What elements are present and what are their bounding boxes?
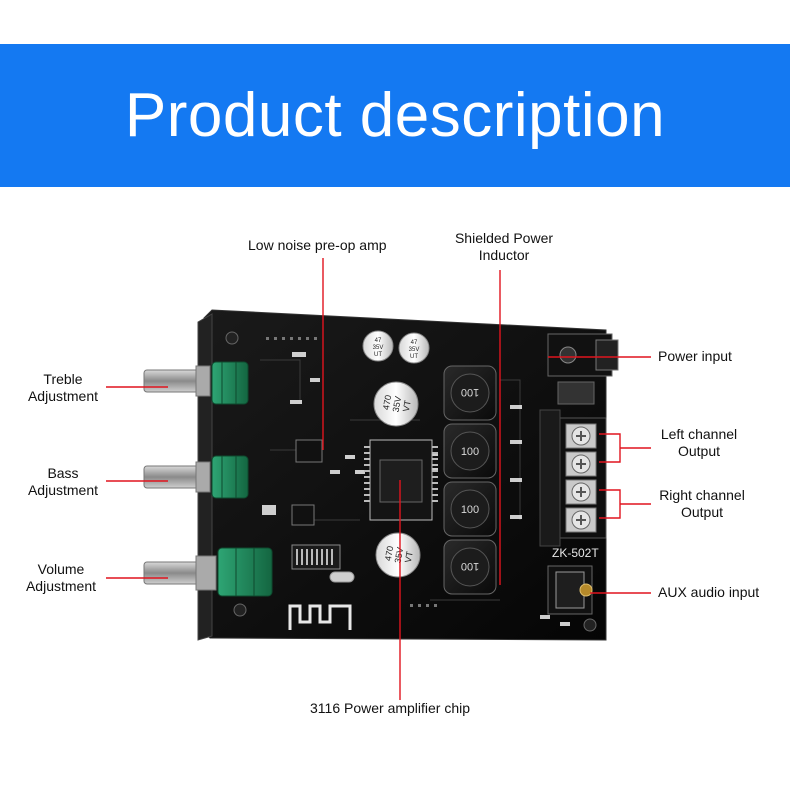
svg-text:47: 47 xyxy=(375,338,382,344)
capacitor-small-2: 47 35V UT xyxy=(398,332,430,364)
bass-potentiometer[interactable] xyxy=(143,455,249,499)
speaker-terminal-block xyxy=(539,409,607,547)
treble-potentiometer[interactable] xyxy=(143,361,249,405)
svg-text:47: 47 xyxy=(411,340,418,346)
leader-lines xyxy=(106,258,651,700)
capacitor-small-1: 47 35V UT xyxy=(362,330,394,362)
label-left-channel-line2: Output xyxy=(677,443,721,459)
label-left-channel-line1: Left channel xyxy=(660,426,738,442)
svg-text:100: 100 xyxy=(461,504,479,516)
label-inductor-line1: Shielded Power xyxy=(454,230,554,246)
svg-text:VT: VT xyxy=(401,399,413,413)
label-treble: Treble Adjustment xyxy=(20,371,106,405)
svg-text:UT: UT xyxy=(374,352,382,358)
svg-text:35V: 35V xyxy=(391,395,404,413)
aux-jack xyxy=(547,565,593,615)
capacitor-large-2: 470 35V VT xyxy=(375,532,421,578)
label-volume-line1: Volume xyxy=(37,561,85,577)
svg-text:35V: 35V xyxy=(393,546,406,564)
svg-text:470: 470 xyxy=(381,394,393,411)
page-title: Product description xyxy=(124,81,666,150)
label-aux-input: AUX audio input xyxy=(658,584,760,600)
dc-power-jack xyxy=(547,333,619,405)
svg-text:UT: UT xyxy=(410,354,418,360)
label-bass: Bass Adjustment xyxy=(20,465,106,499)
svg-text:35V: 35V xyxy=(373,345,384,351)
svg-text:VT: VT xyxy=(403,550,415,564)
inductor-4: 100 xyxy=(443,539,497,595)
title-banner: Product description xyxy=(0,44,790,187)
label-inductor: Shielded Power Inductor xyxy=(444,230,564,264)
label-right-channel: Right channel Output xyxy=(652,487,752,521)
inductor-1: 100 xyxy=(443,365,497,421)
label-power-input: Power input xyxy=(658,348,732,364)
label-preamp: Low noise pre-op amp xyxy=(248,237,387,253)
inductor-2: 100 xyxy=(443,423,497,479)
label-amp-chip: 3116 Power amplifier chip xyxy=(310,700,471,716)
label-inductor-line2: Inductor xyxy=(478,247,530,263)
svg-text:470: 470 xyxy=(383,545,395,562)
label-bass-line2: Adjustment xyxy=(27,482,99,498)
label-volume-line2: Adjustment xyxy=(25,578,97,594)
label-volume: Volume Adjustment xyxy=(18,561,104,595)
inductor-3: 100 xyxy=(443,481,497,537)
svg-text:100: 100 xyxy=(461,446,479,458)
svg-text:100: 100 xyxy=(461,386,479,398)
label-treble-line2: Adjustment xyxy=(27,388,99,404)
label-left-channel: Left channel Output xyxy=(652,426,746,460)
capacitor-large-1: 470 35V VT xyxy=(373,381,419,427)
label-right-channel-line1: Right channel xyxy=(659,487,745,503)
label-treble-line1: Treble xyxy=(43,371,83,387)
svg-text:35V: 35V xyxy=(409,347,420,353)
svg-text:100: 100 xyxy=(461,560,479,572)
label-right-channel-line2: Output xyxy=(680,504,724,520)
board-model: ZK-502T xyxy=(552,546,599,560)
label-bass-line1: Bass xyxy=(47,465,79,481)
